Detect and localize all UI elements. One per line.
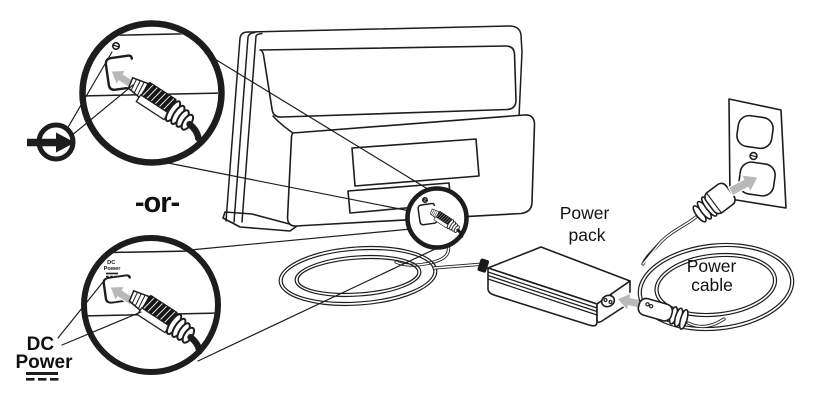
monitor-hump-step-curve	[272, 115, 294, 134]
power-cable-label: Power cable	[687, 256, 741, 295]
outlet-screw-icon	[749, 151, 758, 161]
power-pack-label: Power pack	[560, 203, 614, 245]
power-plug	[641, 182, 736, 266]
dc-power-label: DC Power	[15, 334, 73, 381]
power-pack-port	[600, 294, 616, 308]
iec-connector	[637, 297, 726, 330]
screw-icon	[112, 41, 121, 50]
coil-to-pack-cord	[432, 258, 490, 273]
power-input-icon	[27, 51, 134, 162]
monitor-hump	[259, 45, 517, 118]
svg-text:DC Power: DC Power	[15, 334, 73, 373]
magnifier-bottom-circle: DC Power	[81, 235, 221, 375]
magnifier-ring	[79, 20, 225, 166]
zoom-target-ring	[405, 186, 469, 250]
magnifier-top-circle	[79, 20, 225, 166]
recessed-panel	[351, 138, 480, 187]
dc-symbol-icon	[26, 372, 59, 381]
power-cable-coil	[637, 242, 795, 332]
outlet-socket-top	[736, 114, 774, 150]
monitor-rear-view	[222, 25, 536, 232]
screw-icon	[421, 197, 428, 204]
monitor-port-circle	[405, 186, 469, 250]
monitor-foot	[222, 211, 298, 232]
zoom-lines	[167, 52, 451, 362]
monitor-shell-top-edge	[247, 25, 523, 118]
dc-port-tiny-label: DC Power	[104, 260, 122, 272]
power-pack	[487, 246, 631, 327]
cable-coil	[278, 245, 438, 307]
monitor-bezel	[225, 31, 263, 223]
or-divider-label: -or-	[135, 187, 180, 219]
dc-power-leader-lines	[57, 281, 142, 346]
